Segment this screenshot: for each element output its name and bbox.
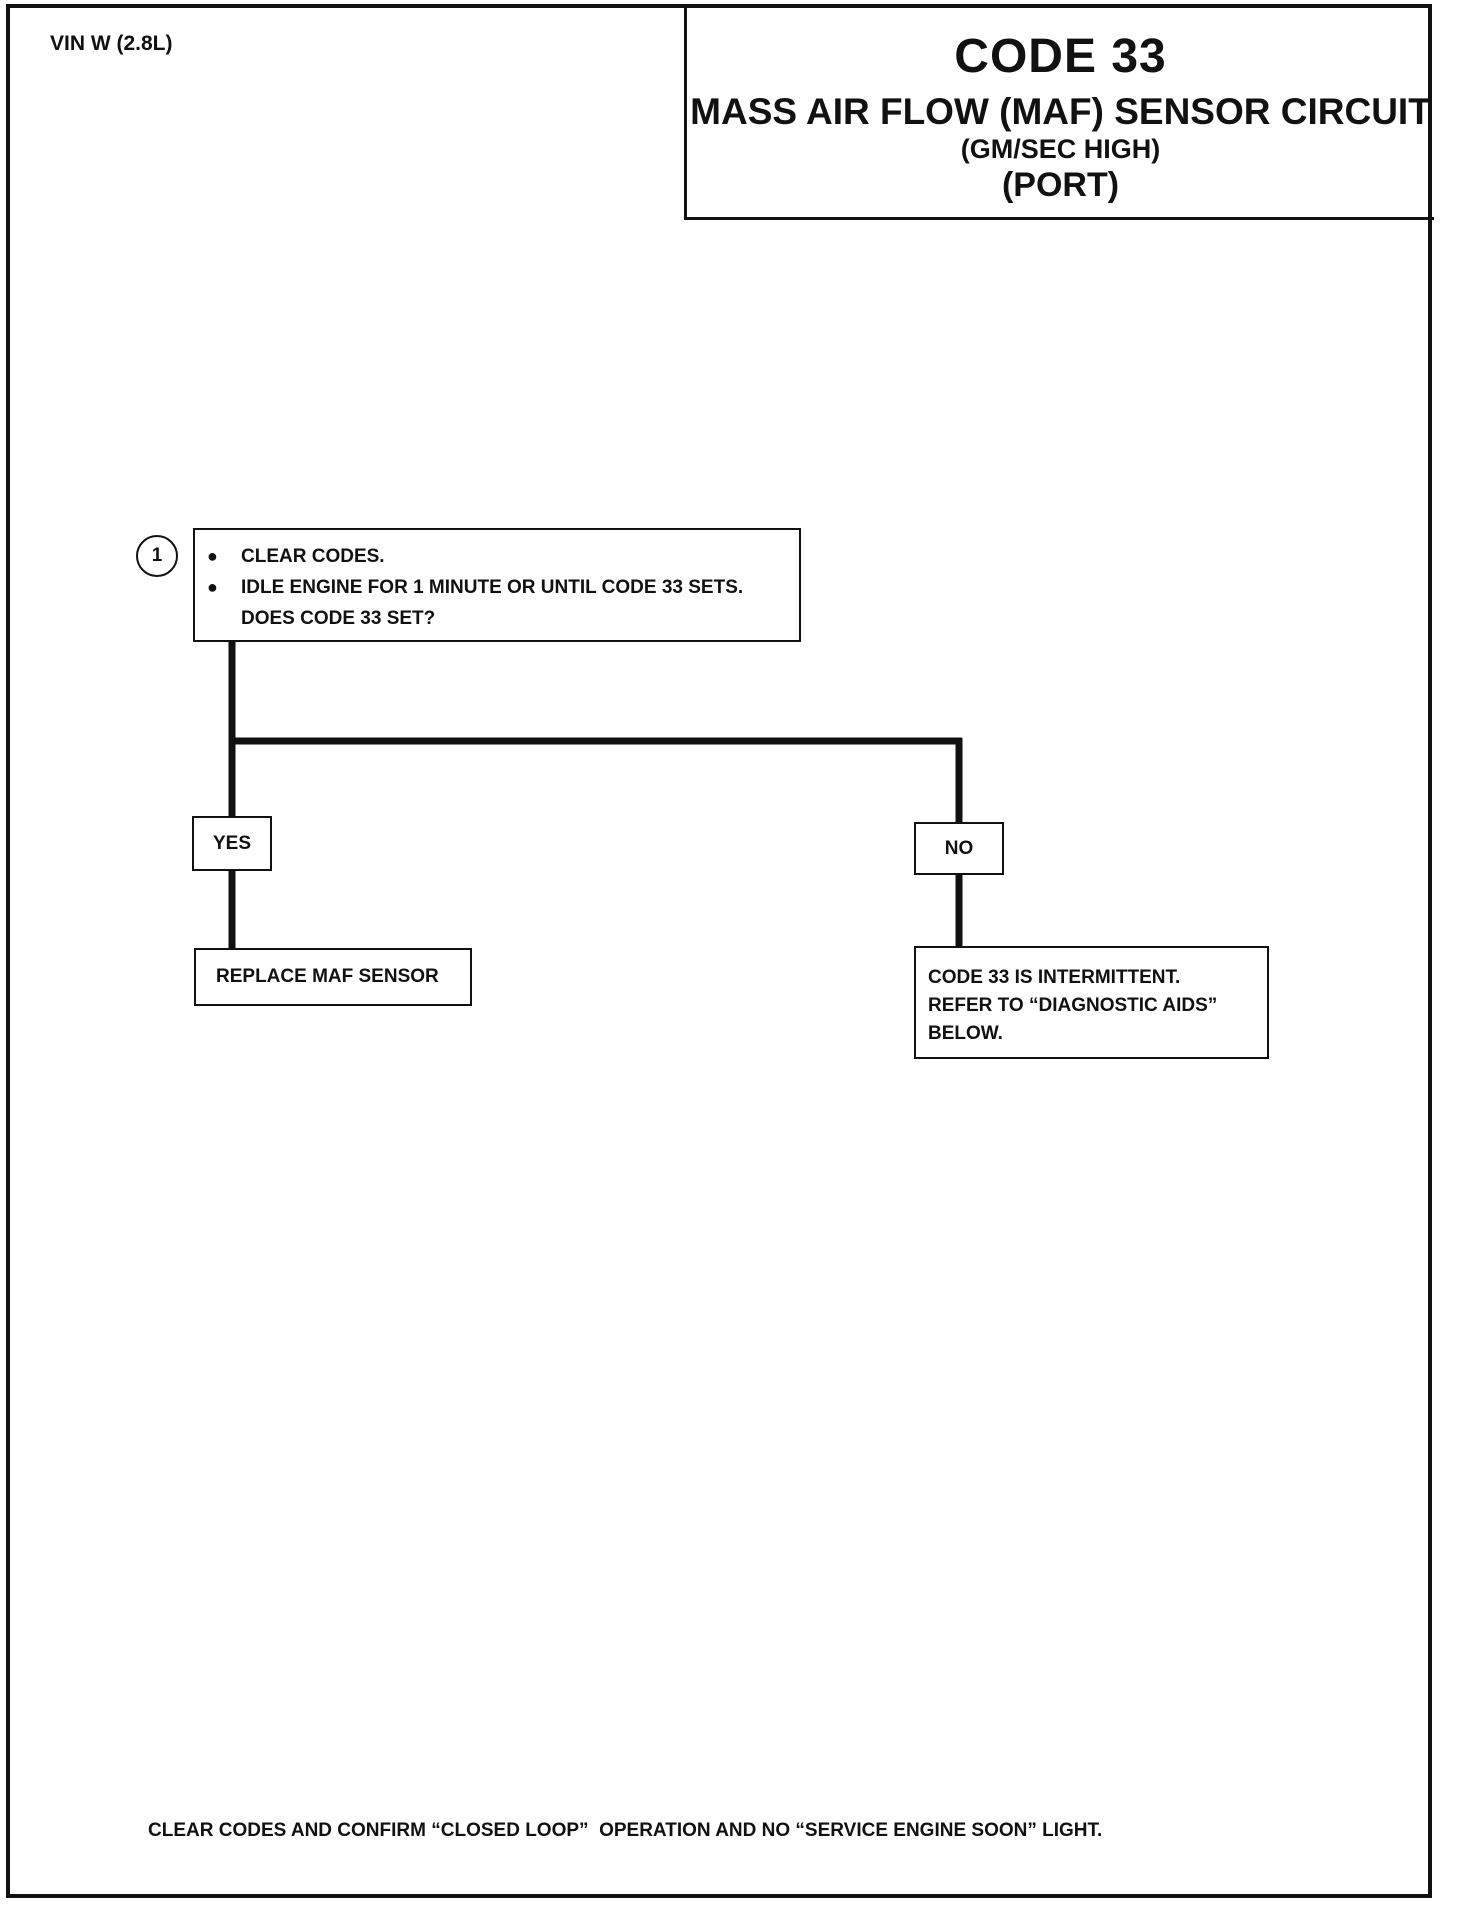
no-result-line: CODE 33 IS INTERMITTENT. (928, 967, 1181, 988)
yes-result-box: REPLACE MAF SENSOR (194, 948, 472, 1006)
step-question-text: DOES CODE 33 SET? (241, 608, 436, 629)
step-bullet-text: IDLE ENGINE FOR 1 MINUTE OR UNTIL CODE 3… (241, 577, 744, 598)
no-branch-label: NO (914, 822, 1004, 875)
no-result-line: BELOW. (928, 1023, 1003, 1044)
subtitle-gm-sec: (GM/SEC HIGH) (960, 134, 1161, 164)
step-number-circle: 1 (136, 535, 178, 577)
subtitle-port: (PORT) (1001, 166, 1120, 204)
step-bullet-text: CLEAR CODES. (241, 546, 385, 567)
no-result-line: REFER TO “DIAGNOSTIC AIDS” (928, 995, 1218, 1016)
circuit-title: MASS AIR FLOW (MAF) SENSOR CIRCUIT (690, 91, 1431, 132)
yes-branch-label: YES (192, 816, 272, 871)
footer-instruction: CLEAR CODES AND CONFIRM “CLOSED LOOP” OP… (148, 1820, 1103, 1841)
vin-label: VIN W (2.8L) (50, 32, 173, 55)
bullet-icon: ● (207, 577, 218, 597)
code-title: CODE 33 (954, 30, 1167, 83)
title-block: CODE 33 MASS AIR FLOW (MAF) SENSOR CIRCU… (684, 4, 1434, 220)
bullet-icon: ● (207, 546, 218, 566)
step-bullet-row: ● IDLE ENGINE FOR 1 MINUTE OR UNTIL CODE… (207, 572, 799, 603)
step-bullet-row: ● CLEAR CODES. (207, 541, 799, 572)
step-question-box: ● CLEAR CODES. ● IDLE ENGINE FOR 1 MINUT… (193, 528, 801, 642)
no-result-box: CODE 33 IS INTERMITTENT. REFER TO “DIAGN… (914, 946, 1269, 1059)
page-border (6, 4, 1432, 1898)
